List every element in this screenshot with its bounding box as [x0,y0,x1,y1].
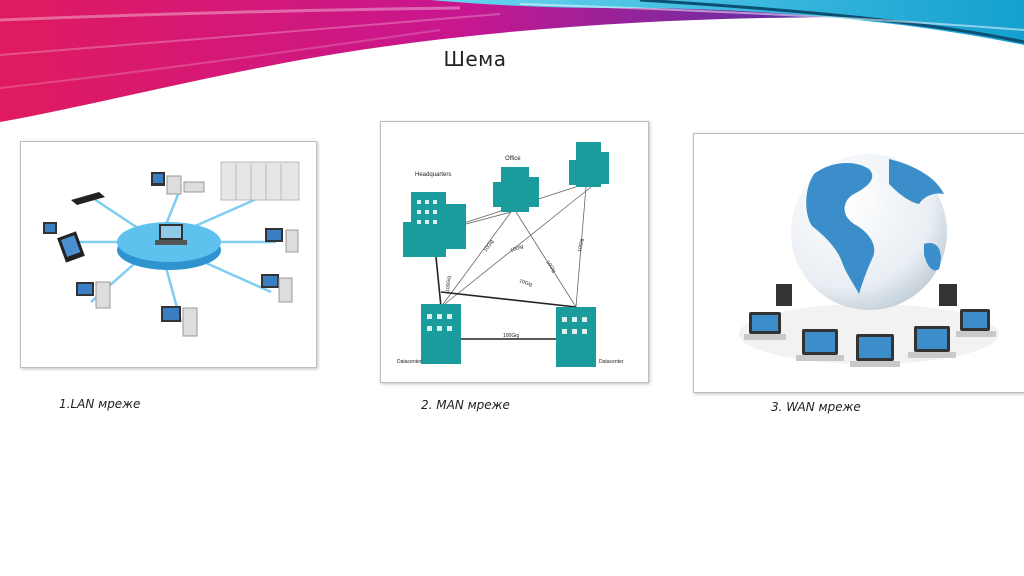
link-label: 10Gig [518,278,533,288]
link-label: 100Gig [503,333,519,339]
man-diagram-image: Headquarters Office Datacenter Datacente… [380,121,649,383]
caption-lan: 1.LAN мреже [59,397,141,411]
link-label: 10Gig [577,238,585,252]
wan-diagram-image [693,133,1024,393]
datacenter-left-building [421,304,461,364]
slide-title: Шема [443,47,507,71]
datacenter-right-building [556,307,596,367]
caption-wan: 3. WAN мреже [771,400,861,414]
link-label: 10Gig [510,244,525,254]
node-label-office: Office [505,156,521,162]
caption-man: 2. MAN мреже [421,398,510,412]
link-label: 10Gig [483,239,496,254]
node-label-datacenter-right: Datacenter [599,359,624,365]
node-label-datacenter-left: Datacenter [397,359,422,365]
node-label-headquarters: Headquarters [415,172,451,178]
lan-diagram-image [20,141,317,368]
link-label: 100Gig [445,275,452,292]
header-ribbon-banner [0,0,1024,122]
link-label: 10Gig [544,260,557,275]
